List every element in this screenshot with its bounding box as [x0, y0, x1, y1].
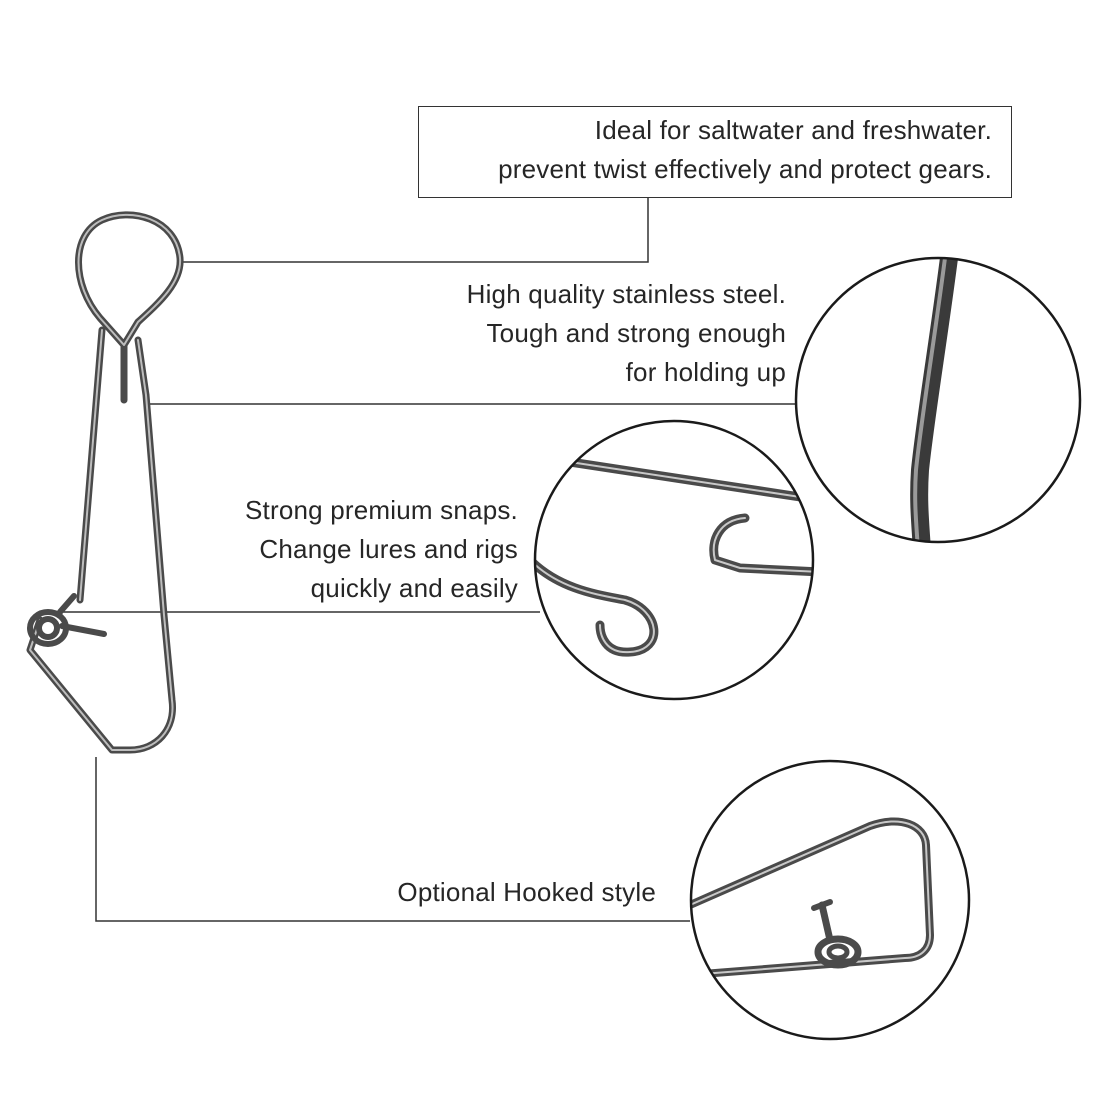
feature-line: Strong premium snaps. [245, 495, 518, 525]
feature-line: Change lures and rigs [259, 534, 518, 564]
feature-line: Ideal for saltwater and freshwater. [594, 115, 992, 145]
snap-product-icon [26, 211, 184, 754]
leader-line-hooked [95, 757, 690, 922]
detail-circle-hooked [689, 759, 971, 1041]
detail-circle-snap [533, 419, 815, 701]
leader-line-saltwater [183, 198, 649, 263]
feature-steel: High quality stainless steel. Tough and … [380, 275, 786, 392]
detail-circle-wire [794, 256, 1082, 544]
feature-snaps: Strong premium snaps. Change lures and r… [180, 491, 518, 608]
feature-saltwater: Ideal for saltwater and freshwater. prev… [430, 111, 992, 189]
leader-lines [40, 198, 800, 922]
feature-line: quickly and easily [310, 573, 518, 603]
feature-hooked: Optional Hooked style [300, 873, 656, 912]
feature-line: High quality stainless steel. [466, 279, 786, 309]
callout-box-saltwater [418, 106, 1012, 198]
snap-coil-icon [27, 593, 107, 647]
feature-line: Tough and strong enough [486, 318, 786, 348]
feature-line: for holding up [625, 357, 786, 387]
feature-line: prevent twist effectively and protect ge… [498, 154, 992, 184]
feature-line: Optional Hooked style [397, 877, 656, 907]
